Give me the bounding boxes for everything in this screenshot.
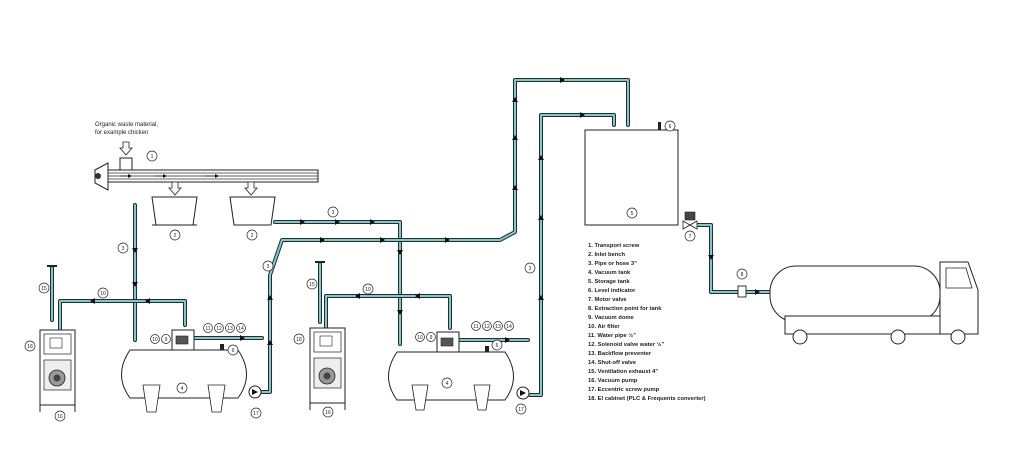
label-8: 8	[741, 272, 744, 278]
truck-wheel	[950, 329, 966, 345]
label-7: 7	[689, 234, 692, 240]
motor-valve	[684, 211, 696, 221]
label-6c: 6	[669, 124, 672, 130]
drop-arrow-icon	[168, 181, 182, 196]
label-13b: 13	[495, 324, 501, 330]
label-2b: 2	[251, 233, 254, 239]
inlet-arrow-icon	[119, 141, 133, 156]
legend-item: 3. Pipe or hose 3"	[588, 261, 637, 267]
label-10d: 10	[365, 287, 371, 293]
label-10b: 10	[100, 291, 106, 297]
label-16b: 16	[325, 410, 331, 416]
label-16a: 16	[57, 414, 63, 420]
inlet-bench-1: 2	[151, 196, 198, 241]
label-2a: 2	[174, 233, 177, 239]
legend-item: 6. Level indicator	[588, 288, 636, 294]
label-10a: 10	[152, 337, 158, 343]
label-18b: 18	[296, 337, 302, 343]
pipe-network	[50, 78, 772, 397]
label-15a: 15	[41, 286, 47, 292]
extraction-point	[737, 285, 747, 298]
vacuum-pump-unit-1: 18 16 15 10	[24, 265, 109, 422]
pipe-storage-to-truck	[695, 223, 772, 294]
legend-item: 11. Water pipe ½"	[588, 332, 636, 339]
label-17b: 17	[518, 407, 524, 413]
vacuum-pump-unit-2: 18 16 15 10	[293, 261, 374, 418]
transport-screw: 1	[94, 141, 319, 196]
legend-item: 7. Motor valve	[588, 297, 627, 303]
vacuum-tank-1: 4 6 10 9 11 12 13 14	[121, 323, 247, 413]
label-18a: 18	[27, 344, 33, 350]
label-9a: 9	[165, 337, 168, 343]
legend-item: 14. Shut-off valve	[588, 360, 637, 366]
label-12a: 12	[216, 326, 222, 332]
legend: 1. Transport screw 2. Inlet bench 3. Pip…	[588, 243, 706, 402]
legend-item: 16. Vacuum pump	[588, 378, 638, 384]
label-1: 1	[151, 154, 154, 160]
screw-pump-2: 17	[515, 386, 530, 415]
legend-item: 4. Vacuum tank	[588, 270, 631, 276]
label-3a: 3	[122, 246, 125, 252]
label-9b: 9	[430, 335, 433, 341]
legend-item: 18. El cabinet (PLC & Frequents converte…	[588, 396, 706, 402]
truck-wheel	[792, 329, 808, 345]
flow-arrows	[90, 77, 760, 345]
label-5: 5	[631, 211, 634, 217]
label-4a: 4	[181, 386, 184, 392]
label-13a: 13	[227, 326, 233, 332]
legend-item: 1. Transport screw	[588, 243, 640, 249]
label-3c: 3	[267, 264, 270, 270]
legend-item: 17. Eccentric screw pump	[588, 387, 660, 393]
screw-hopper	[119, 157, 133, 171]
label-3b: 3	[332, 210, 335, 216]
legend-item: 12. Solenoid valve water ½"	[588, 341, 664, 348]
tanker-truck	[769, 261, 979, 345]
legend-item: 8. Extraction point for tank	[588, 306, 662, 312]
label-14a: 14	[238, 326, 244, 332]
label-17a: 17	[253, 411, 259, 417]
label-11a: 11	[205, 326, 210, 332]
label-11b: 11	[473, 324, 478, 330]
pipe-labels: 3 3 3 3	[117, 206, 536, 274]
label-4b: 4	[446, 381, 449, 387]
vacuum-tank-2: 4 6 10 9 11 12 13 14	[388, 321, 514, 411]
label-3d: 3	[529, 266, 532, 272]
legend-item: 15. Ventilation exhaust 4"	[588, 369, 658, 375]
label-6a: 6	[232, 348, 235, 354]
legend-item: 2. Inlet bench	[588, 252, 626, 258]
label-12b: 12	[484, 324, 490, 330]
legend-item: 13. Backflow preventer	[588, 351, 652, 357]
legend-item: 9. Vacuum dome	[588, 315, 635, 321]
legend-item: 5. Storage tank	[588, 279, 630, 285]
annotation-line-2: for example chicken	[95, 130, 148, 136]
legend-item: 10. Air filter	[588, 324, 620, 330]
vacuum-line-2	[324, 294, 452, 334]
storage-tank: 6 5 7 8	[584, 120, 748, 298]
label-14b: 14	[506, 324, 512, 330]
vacuum-line-1	[58, 299, 187, 337]
organic-waste-annotation: Organic waste material, for example chic…	[95, 122, 158, 136]
truck-wheel	[890, 329, 906, 345]
annotation-line-1: Organic waste material,	[95, 122, 158, 128]
label-6b: 6	[496, 343, 499, 349]
label-10c: 10	[417, 335, 423, 341]
label-15b: 15	[309, 282, 315, 288]
drop-arrow-icon	[244, 181, 258, 196]
screw-pump-1: 17	[248, 385, 262, 419]
inlet-bench-2: 2	[229, 196, 276, 241]
